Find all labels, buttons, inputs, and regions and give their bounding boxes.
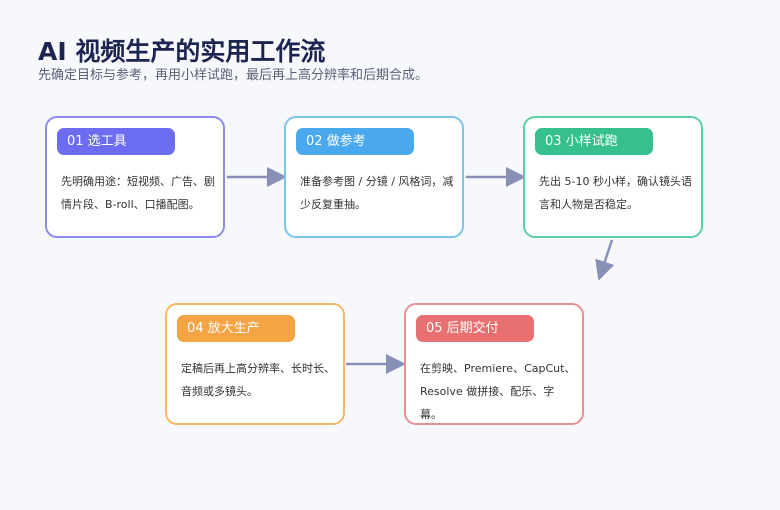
- arrow-3-4: [595, 239, 615, 281]
- page-title: AI 视频生产的实用工作流: [38, 37, 326, 66]
- step-label: 02 做参考: [296, 128, 414, 155]
- step-label: 05 后期交付: [416, 315, 534, 342]
- step-label: 04 放大生产: [177, 315, 295, 342]
- step-card-4: 04 放大生产定稿后再上高分辨率、长时长、音频或多镜头。: [165, 303, 345, 425]
- step-description: 先明确用途：短视频、广告、剧情片段、B-roll、口播配图。: [61, 175, 215, 211]
- step-description: 在剪映、Premiere、CapCut、Resolve 做拼接、配乐、字幕。: [420, 362, 576, 421]
- step-label: 03 小样试跑: [535, 128, 653, 155]
- page-subtitle: 先确定目标与参考，再用小样试跑，最后再上高分辨率和后期合成。: [38, 68, 429, 83]
- step-card-1: 01 选工具先明确用途：短视频、广告、剧情片段、B-roll、口播配图。: [45, 116, 225, 238]
- step-label: 01 选工具: [57, 128, 175, 155]
- step-card-5: 05 后期交付在剪映、Premiere、CapCut、Resolve 做拼接、配…: [404, 303, 584, 425]
- step-description: 定稿后再上高分辨率、长时长、音频或多镜头。: [181, 362, 335, 398]
- step-card-2: 02 做参考准备参考图 / 分镜 / 风格词，减少反复重抽。: [284, 116, 464, 238]
- step-description: 先出 5-10 秒小样，确认镜头语言和人物是否稳定。: [539, 175, 692, 211]
- step-card-3: 03 小样试跑先出 5-10 秒小样，确认镜头语言和人物是否稳定。: [523, 116, 703, 238]
- step-description: 准备参考图 / 分镜 / 风格词，减少反复重抽。: [300, 175, 454, 211]
